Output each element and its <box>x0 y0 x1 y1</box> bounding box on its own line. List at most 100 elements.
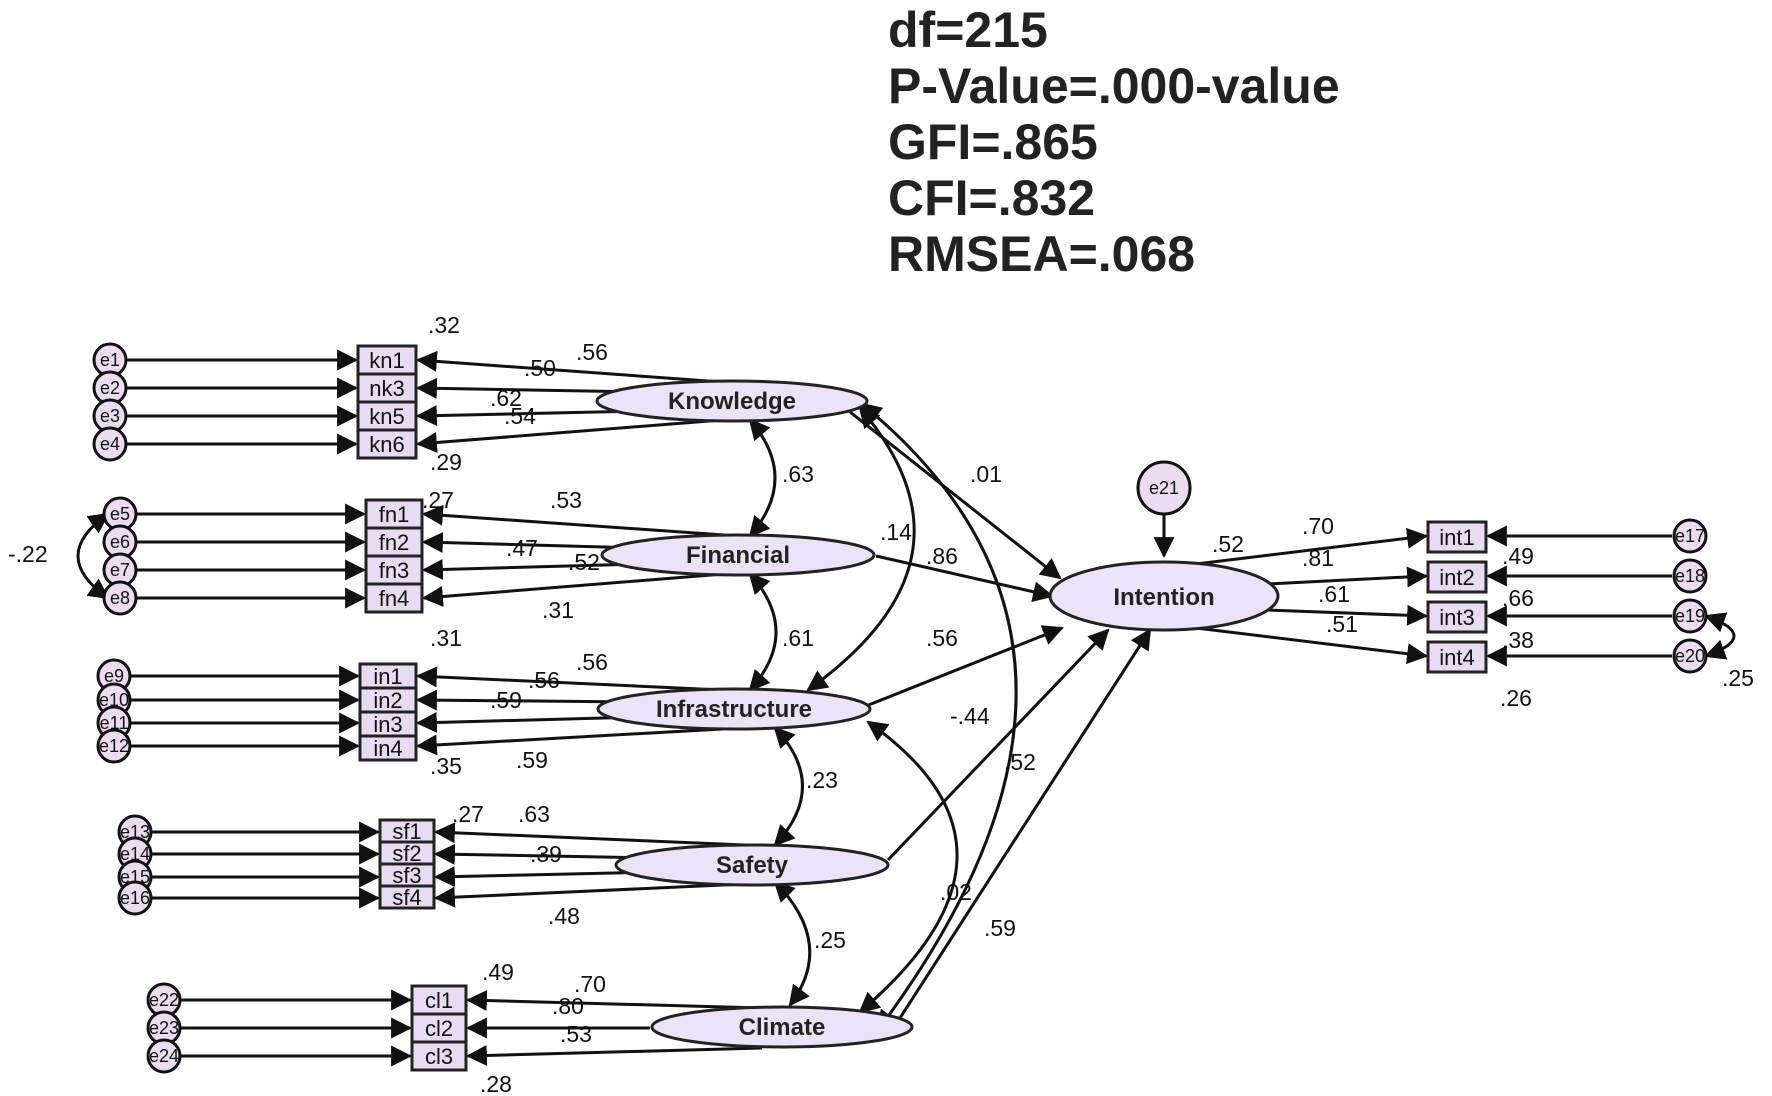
svg-text:Financial: Financial <box>686 542 790 569</box>
loading-int4: .51 <box>1326 611 1358 637</box>
loading-in2: .56 <box>528 667 560 693</box>
r2-int2: .66 <box>1502 585 1534 611</box>
loading-fn3: .52 <box>568 549 600 575</box>
svg-text:e23: e23 <box>149 1018 179 1038</box>
loading-path <box>415 418 723 453</box>
latent-climate: Climate <box>650 1005 914 1049</box>
indicator-fn1: fn1 <box>364 498 424 530</box>
svg-text:e5: e5 <box>110 504 130 524</box>
svg-text:e14: e14 <box>120 844 150 864</box>
indicator-cl2: cl2 <box>410 1012 468 1044</box>
svg-text:fn2: fn2 <box>379 530 410 555</box>
svg-text:in1: in1 <box>373 664 402 689</box>
indicator-int1: int1 <box>1426 520 1488 554</box>
error-term: e19 <box>1672 598 1708 634</box>
fit-gfi: GFI=.865 <box>888 114 1098 170</box>
error-term: e3 <box>92 398 128 434</box>
cov-label-knowledge-infrastructure: .14 <box>880 519 912 545</box>
loading-fn1: .53 <box>550 487 582 513</box>
loading-cl1: .70 <box>574 971 606 997</box>
path-climate-intention <box>898 628 1152 1019</box>
cov-financial-infrastructure <box>748 572 778 692</box>
svg-text:e2: e2 <box>100 378 120 398</box>
svg-text:sf3: sf3 <box>392 863 421 888</box>
svg-text:kn6: kn6 <box>369 432 404 457</box>
svg-text:e20: e20 <box>1675 646 1705 666</box>
indicator-cl3: cl3 <box>410 1040 468 1072</box>
cov-e19-e20 <box>1704 612 1736 660</box>
r2-sf1: .27 <box>452 801 484 827</box>
path-financial-intention <box>875 554 1055 603</box>
svg-text:e7: e7 <box>110 560 130 580</box>
loading-kn5: .62 <box>490 385 522 411</box>
path-infrastructure-intention <box>865 625 1064 708</box>
r2-cl1: .49 <box>482 959 514 985</box>
svg-text:e10: e10 <box>99 690 129 710</box>
error-term: e12 <box>96 728 132 764</box>
loading-path <box>415 711 641 733</box>
svg-text:kn5: kn5 <box>369 404 404 429</box>
error-term: e18 <box>1672 558 1708 594</box>
indicator-kn1: kn1 <box>356 344 418 376</box>
cov-e5-e8 <box>76 512 110 600</box>
cov-label-infrastructure-climate: .02 <box>940 879 972 905</box>
fit-df: df=215 <box>888 2 1048 58</box>
cov-label-safety-climate: .25 <box>814 927 846 953</box>
error-term: e22 <box>146 982 182 1018</box>
error-term: e4 <box>92 426 128 462</box>
indicator-nk3: nk3 <box>356 372 418 404</box>
svg-text:Intention: Intention <box>1113 584 1214 611</box>
loading-in1: .56 <box>576 649 608 675</box>
svg-text:int1: int1 <box>1439 525 1474 550</box>
disturbance-term: e21 <box>1136 460 1192 516</box>
indicator-sf2: sf2 <box>378 840 436 866</box>
svg-text:sf4: sf4 <box>392 885 421 910</box>
svg-text:e6: e6 <box>110 532 130 552</box>
latent-knowledge: Knowledge <box>595 379 869 423</box>
indicator-int3: int3 <box>1426 600 1488 634</box>
fit-rmsea: RMSEA=.068 <box>888 226 1196 282</box>
r2-int4: .26 <box>1500 685 1532 711</box>
latent-safety: Safety <box>614 843 890 887</box>
indicator-fn3: fn3 <box>364 554 424 586</box>
svg-text:e11: e11 <box>100 713 129 733</box>
loading-path <box>433 882 746 908</box>
error-term: e24 <box>146 1038 182 1074</box>
loading-cl3: .53 <box>560 1021 592 1047</box>
loading-path <box>433 822 746 847</box>
cov-label-financial-infrastructure: .61 <box>782 625 814 651</box>
loading-sf4: .48 <box>548 903 580 929</box>
path-label-infrastructure-intention: -.44 <box>950 703 990 729</box>
loading-nk3: .50 <box>524 355 556 381</box>
svg-text:e24: e24 <box>149 1046 179 1066</box>
svg-text:e3: e3 <box>100 406 120 426</box>
r2-kn1: .32 <box>428 312 460 338</box>
r2-in4: .35 <box>430 753 462 779</box>
indicator-int4: int4 <box>1426 640 1488 674</box>
r2-cl3: .28 <box>480 1071 512 1096</box>
loading-path <box>415 689 641 711</box>
r2-kn6: .29 <box>430 449 462 475</box>
svg-text:fn1: fn1 <box>379 502 410 527</box>
r2-int3: .38 <box>1502 627 1534 653</box>
r2-int1: .49 <box>1502 543 1534 569</box>
svg-text:in4: in4 <box>373 736 402 761</box>
latent-financial: Financial <box>600 533 876 577</box>
loading-path <box>1267 566 1429 588</box>
r2-fn1: .27 <box>422 487 454 513</box>
path-label-safety-intention: .52 <box>1004 749 1036 775</box>
latent-intention: Intention <box>1048 560 1280 632</box>
indicator-fn2: fn2 <box>364 526 424 558</box>
error-term: e16 <box>117 880 153 916</box>
loading-int1: .70 <box>1302 513 1334 539</box>
svg-text:e15: e15 <box>120 867 150 887</box>
cov-label-knowledge-climate: .01 <box>970 461 1002 487</box>
latent-infrastructure: Infrastructure <box>596 687 872 731</box>
svg-text:e21: e21 <box>1149 478 1179 498</box>
loading-path <box>421 504 725 537</box>
path-label-financial-intention: .56 <box>926 625 958 651</box>
svg-text:e18: e18 <box>1675 566 1705 586</box>
loading-fn2: .47 <box>506 535 538 561</box>
svg-text:e22: e22 <box>149 990 179 1010</box>
